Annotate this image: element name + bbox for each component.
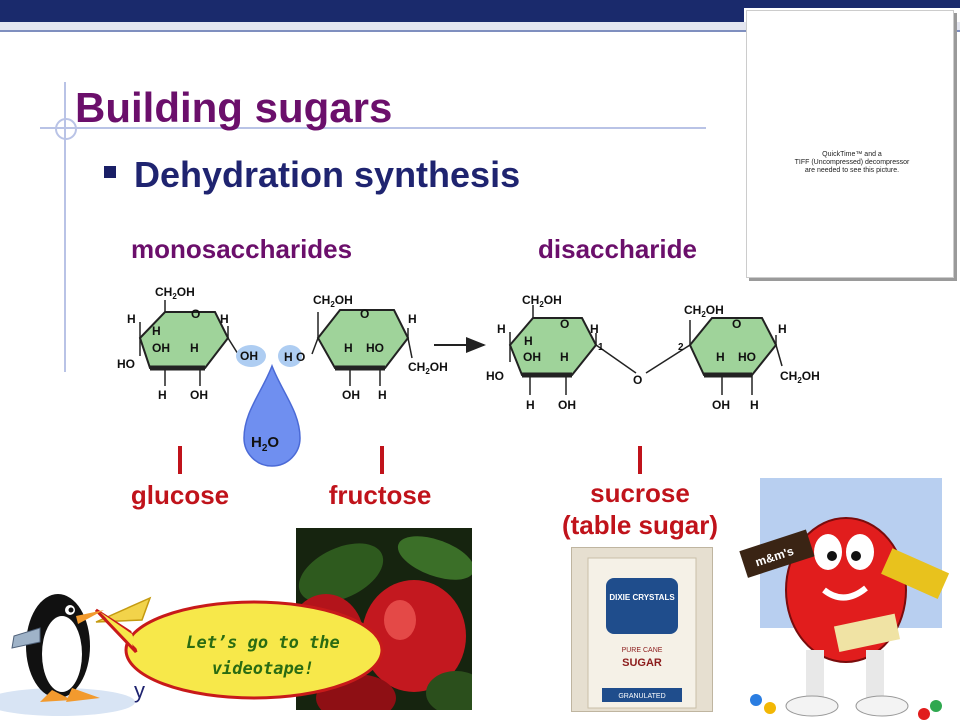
sucrose-ring-o2: O [732, 317, 741, 331]
fructose-o: O [296, 350, 305, 364]
fructose-h: H [408, 312, 417, 326]
sucrose-h: H [497, 322, 506, 336]
bond-label-2: 2 [678, 342, 684, 353]
sucrose-h: H [716, 350, 725, 364]
glucose-ch2oh: CH2OH [155, 285, 195, 301]
sugar-bag-photo: DIXIE CRYSTALS PURE CANE SUGAR GRANULATE… [571, 547, 713, 712]
bond-label-1: 1 [598, 342, 604, 353]
header-accent-line [0, 30, 960, 32]
table-sugar-label: (table sugar) [561, 510, 719, 540]
bullet-square-icon [104, 166, 116, 178]
sucrose-h: H [560, 350, 569, 364]
sucrose-oh: OH [558, 398, 576, 412]
videotape-callout: Let’s go to the videotape! [186, 633, 340, 679]
sucrose-oh: OH [523, 350, 541, 364]
stray-char: y [134, 678, 145, 703]
sucrose-oh: OH [712, 398, 730, 412]
glucose-oh: OH [190, 388, 208, 402]
fructose-ring: CH2OH O H O H HO CH2OH OH H [296, 293, 448, 402]
glycosidic-o: O [633, 373, 642, 387]
sucrose-ch2oh-2: CH2OH [684, 303, 724, 319]
sucrose-ho: HO [486, 369, 504, 383]
water-formula: H2O [251, 434, 279, 454]
sucrose-ring-o1: O [560, 317, 569, 331]
glucose-label: glucose [130, 480, 230, 510]
leaving-h: H [284, 350, 293, 364]
fructose-ring-o: O [360, 307, 369, 321]
sucrose-fructose-ring: CH2OH O 2 H H HO CH2OH OH H [645, 303, 820, 412]
glucose-oh: OH [152, 341, 170, 355]
decor-vertical-line [64, 82, 66, 372]
slide-title: Building sugars [75, 84, 393, 131]
monosaccharides-label: monosaccharides [131, 234, 353, 264]
fructose-ho: HO [366, 341, 384, 355]
header-bar [0, 0, 960, 22]
bag-line3-text: GRANULATED [618, 693, 665, 700]
bag-line2-text: SUGAR [622, 657, 662, 669]
water-drop-icon [243, 363, 301, 467]
fructose-h: H [344, 341, 353, 355]
fructose-ch2oh-2: CH2OH [408, 360, 448, 376]
sucrose-ch2oh-3: CH2OH [780, 369, 820, 385]
mm-mascot-image: m&m's [736, 470, 960, 720]
header-accent-band [0, 22, 960, 32]
penguin-callout-art [0, 594, 384, 716]
water-removal: OH H H2O [236, 345, 302, 467]
fructose-label: fructose [328, 480, 432, 510]
sucrose-label: sucrose [590, 478, 690, 508]
sucrose-glucose-ring: CH2OH O H H H OH H 1 HO H OH O [486, 293, 642, 412]
leaving-oh: OH [240, 349, 258, 363]
bag-brand-text: DIXIE CRYSTALS [609, 593, 675, 602]
glucose-marker [178, 446, 182, 474]
glucose-h: H [152, 324, 161, 338]
sucrose-h: H [750, 398, 759, 412]
fructose-marker [380, 446, 384, 474]
fructose-oh: OH [342, 388, 360, 402]
decor-horizontal-line [40, 127, 706, 129]
glucose-h: H [220, 312, 229, 326]
quicktime-message: QuickTime™ and a TIFF (Uncompressed) dec… [794, 151, 910, 174]
fructose-h: H [378, 388, 387, 402]
sucrose-h: H [526, 398, 535, 412]
sucrose-h: H [778, 322, 787, 336]
sucrose-ch2oh: CH2OH [522, 293, 562, 309]
bag-line1-text: PURE CANE [622, 647, 663, 654]
sucrose-marker [638, 446, 642, 474]
decor-circle-icon [55, 118, 77, 140]
glucose-h: H [127, 312, 136, 326]
quicktime-placeholder: QuickTime™ and a TIFF (Uncompressed) dec… [746, 10, 954, 278]
glucose-h: H [158, 388, 167, 402]
glucose-h: H [190, 341, 199, 355]
bullet-text: Dehydration synthesis [134, 154, 521, 195]
disaccharide-label: disaccharide [538, 234, 697, 264]
glucose-ring: CH2OH O H H H OH H HO H OH [117, 285, 239, 402]
sucrose-ho: HO [738, 350, 756, 364]
fructose-ch2oh: CH2OH [313, 293, 353, 309]
glucose-ho: HO [117, 357, 135, 371]
sucrose-h: H [524, 334, 533, 348]
glucose-ring-o: O [191, 307, 200, 321]
sucrose-h: H [590, 322, 599, 336]
